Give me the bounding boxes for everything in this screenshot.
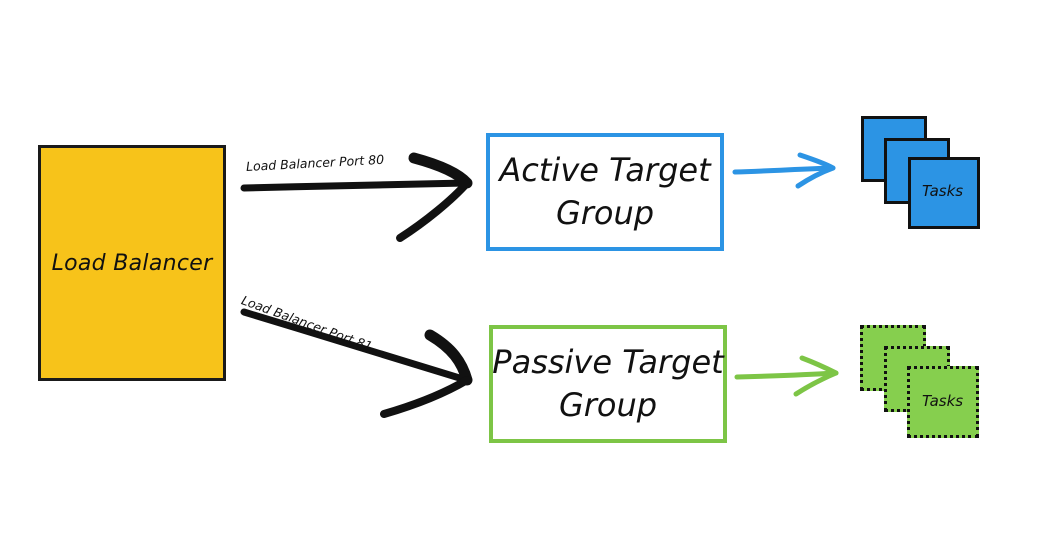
active-tasks-label: Tasks bbox=[922, 182, 964, 200]
active-target-group-line2: Group bbox=[555, 194, 655, 232]
passive-task-card-front bbox=[907, 366, 979, 438]
load-balancer-node: Load Balancer bbox=[38, 145, 226, 381]
active-task-card-front bbox=[908, 157, 980, 229]
passive-target-group-line2: Group bbox=[558, 386, 658, 424]
port-80-label: Load Balancer Port 80 bbox=[245, 151, 385, 174]
passive-tasks-label: Tasks bbox=[922, 392, 964, 410]
load-balancer-label: Load Balancer bbox=[51, 250, 213, 276]
passive-target-group-node: Passive Target Group bbox=[489, 325, 727, 443]
active-target-group-line1: Active Target bbox=[499, 150, 711, 189]
active-target-group-node: Active Target Group bbox=[486, 133, 724, 251]
port-81-label: Load Balancer Port 81 bbox=[239, 292, 375, 354]
arrow-active-to-tasks bbox=[732, 152, 836, 189]
arrow-port-81 bbox=[240, 308, 473, 418]
arrow-passive-to-tasks bbox=[734, 355, 839, 397]
passive-target-group-line1: Passive Target bbox=[492, 342, 724, 381]
